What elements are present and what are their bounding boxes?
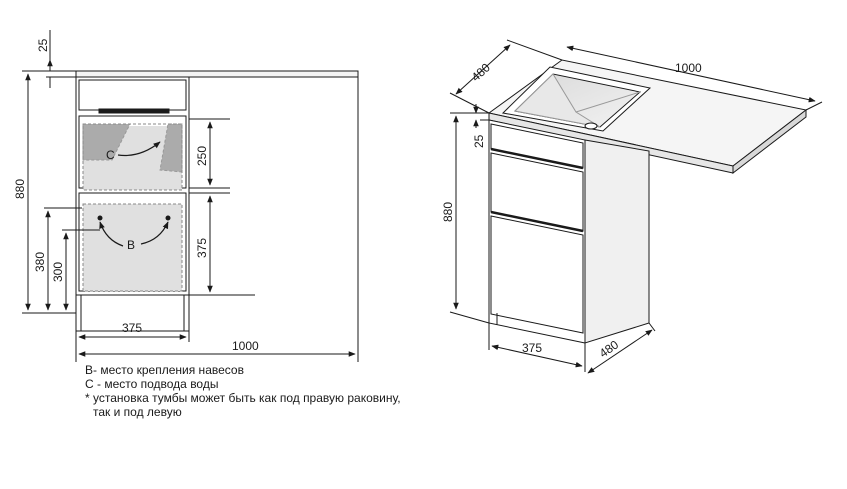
iso-countertop-side — [732, 108, 807, 175]
arrow-b-right — [140, 221, 169, 245]
dim-880-iso: 880 — [441, 202, 455, 222]
iso-drain — [584, 122, 598, 130]
front-top-drawer — [78, 79, 187, 111]
dim-250-front: 250 — [195, 146, 209, 166]
dim-375-iso: 375 — [522, 341, 542, 355]
mounting-area — [82, 203, 183, 292]
iso-view — [487, 59, 808, 344]
dim-1000-front: 1000 — [232, 339, 259, 353]
dim-375-vertical: 375 — [195, 238, 209, 258]
note-install-cont: так и под левую — [93, 405, 182, 419]
dim-300-front: 300 — [51, 262, 65, 282]
legend-notes: В- место крепления навесов С - место под… — [85, 363, 505, 419]
dim-380-front: 380 — [33, 252, 47, 272]
arrow-c — [117, 141, 161, 157]
iso-bottom-drawer — [490, 215, 584, 334]
note-install: * установка тумбы может быть как под пра… — [85, 391, 401, 405]
dim-25-front: 25 — [36, 38, 50, 52]
note-b: В- место крепления навесов — [85, 363, 244, 377]
iso-cabinet-side — [584, 139, 650, 344]
note-c: С - место подвода воды — [85, 377, 219, 391]
front-view — [75, 70, 359, 332]
dim-375-front: 375 — [122, 321, 142, 335]
front-countertop — [75, 70, 359, 78]
dim-880-front: 880 — [13, 179, 27, 199]
front-top-handle — [98, 108, 170, 114]
water-supply-area — [82, 123, 183, 191]
dim-480-iso-bottom: 480 — [597, 337, 622, 360]
dim-25-iso: 25 — [472, 134, 486, 148]
label-c: C — [106, 148, 115, 162]
arrow-b-left — [99, 221, 124, 247]
dim-1000-iso: 1000 — [675, 61, 702, 75]
label-b: B — [127, 238, 135, 252]
